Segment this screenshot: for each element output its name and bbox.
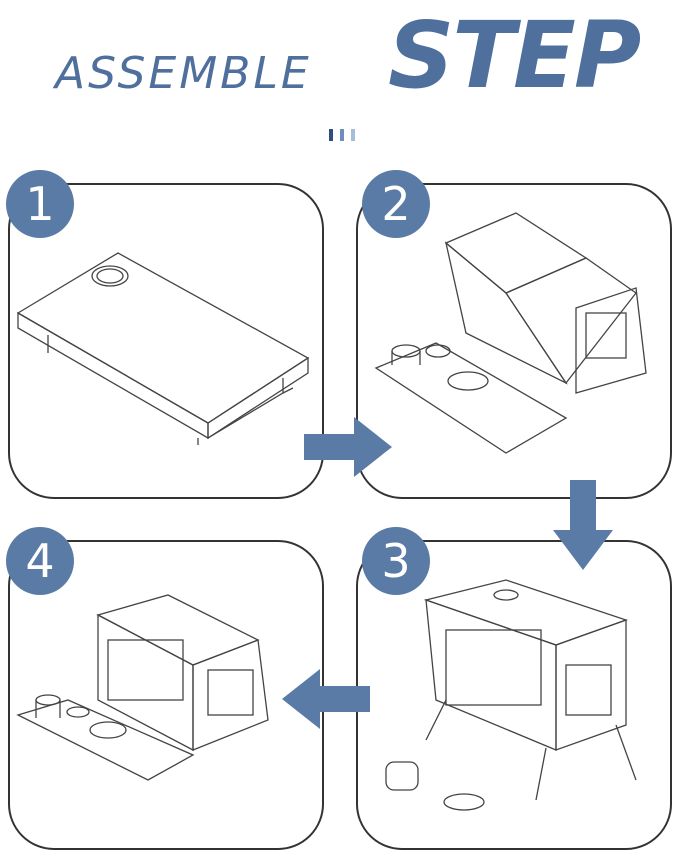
arrow-right-icon	[304, 417, 392, 477]
decor-bar-1	[329, 129, 333, 141]
arrow-down-icon	[553, 480, 613, 570]
title-step: STEP	[388, 2, 639, 109]
decor-bar-3	[351, 129, 355, 141]
step-3-badge: 3	[362, 527, 430, 595]
header: ASSEMBLE STEP	[0, 0, 679, 140]
decor-bar-2	[340, 129, 344, 141]
step-2-badge: 2	[362, 170, 430, 238]
step-4-badge: 4	[6, 527, 74, 595]
step-1-badge: 1	[6, 170, 74, 238]
title-assemble: ASSEMBLE	[55, 48, 312, 99]
arrow-left-icon	[282, 669, 370, 729]
